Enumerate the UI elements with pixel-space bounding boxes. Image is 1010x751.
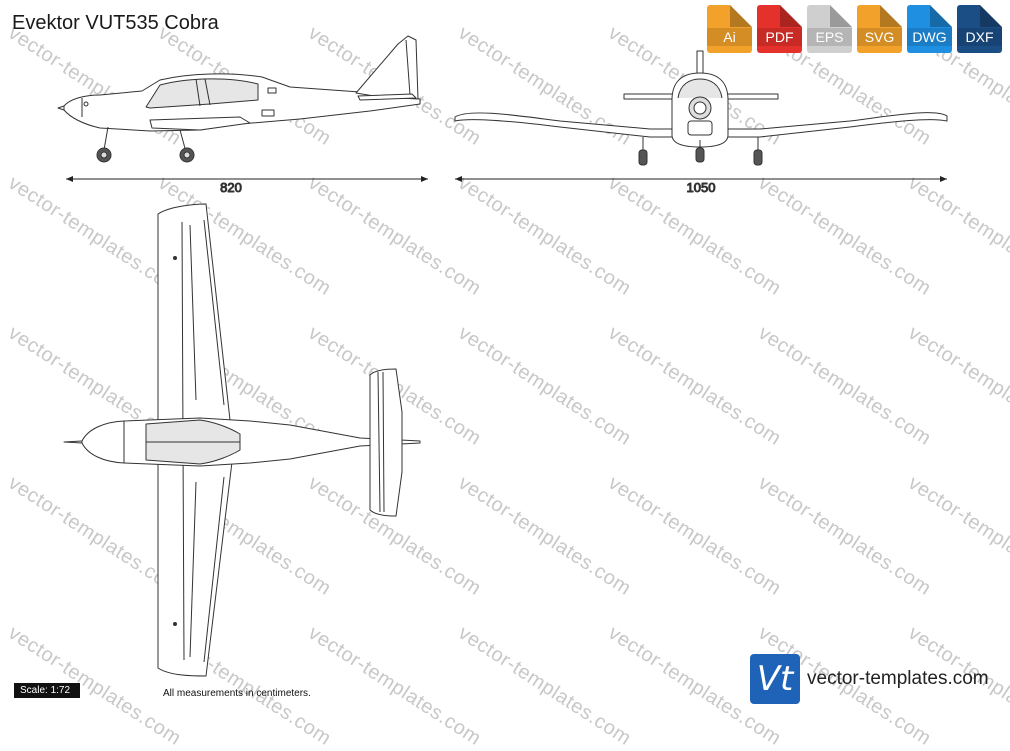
- format-label: EPS: [807, 28, 852, 46]
- format-badges: Ai PDF EPS SVG DWG DXF: [707, 5, 1002, 53]
- front-view: [454, 50, 948, 166]
- format-pdf-badge[interactable]: PDF: [757, 5, 802, 53]
- top-fuselage: [81, 417, 421, 467]
- format-ai-badge[interactable]: Ai: [707, 5, 752, 53]
- format-label: PDF: [757, 28, 802, 46]
- aircraft-drawing: 820 1050: [57, 35, 948, 677]
- page-title: Evektor VUT535 Cobra: [12, 12, 219, 34]
- format-eps-badge[interactable]: EPS: [807, 5, 852, 53]
- brand-text: vector-templates.com: [807, 668, 989, 689]
- top-spinner: [63, 440, 83, 444]
- format-label: SVG: [857, 28, 902, 46]
- front-left-wheel: [638, 149, 648, 166]
- top-stabilizer: [369, 368, 403, 517]
- front-span-label: 1050: [687, 180, 716, 195]
- format-dxf-badge[interactable]: DXF: [957, 5, 1002, 53]
- brand-footer[interactable]: Vt vector-templates.com: [750, 654, 989, 704]
- top-view: [63, 203, 421, 677]
- front-nose-wheel: [695, 147, 705, 163]
- scale-badge: Scale: 1:72: [14, 683, 80, 698]
- format-svg-badge[interactable]: SVG: [857, 5, 902, 53]
- front-right-wheel: [753, 149, 763, 166]
- format-dwg-badge[interactable]: DWG: [907, 5, 952, 53]
- side-stabilizer: [357, 93, 417, 101]
- front-fin: [696, 50, 704, 77]
- format-label: Ai: [707, 28, 752, 46]
- measurement-note: All measurements in centimeters.: [163, 688, 311, 699]
- format-label: DWG: [907, 28, 952, 46]
- format-label: DXF: [957, 28, 1002, 46]
- side-wing: [149, 116, 251, 131]
- side-canopy: [145, 78, 259, 109]
- vt-logo-icon: Vt: [750, 654, 800, 704]
- side-view: [57, 35, 421, 163]
- side-fuselage: [63, 73, 421, 132]
- side-fin: [355, 35, 419, 100]
- side-spinner: [57, 105, 65, 111]
- side-length-label: 820: [220, 180, 242, 195]
